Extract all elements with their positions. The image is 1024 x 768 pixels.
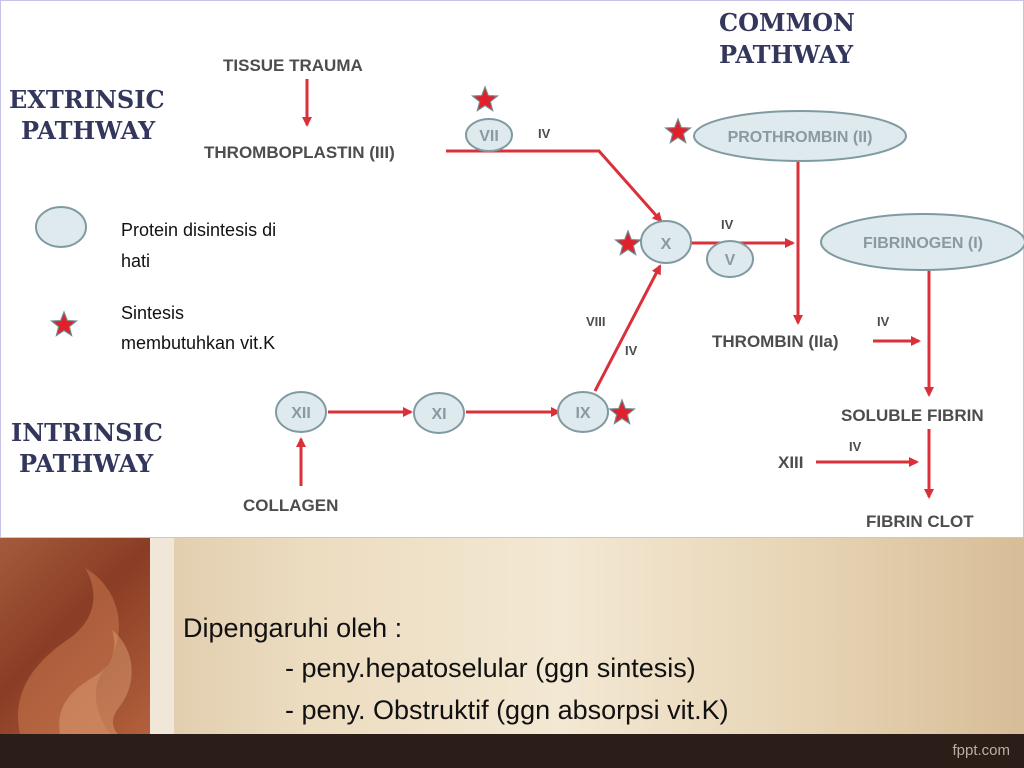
label-cofactor-iv-2: IV	[721, 217, 734, 232]
legend-oval	[35, 206, 87, 248]
legend-oval-text-line1: Protein disintesis di	[121, 220, 276, 240]
label-cofactor-viii: VIII	[586, 314, 606, 329]
footer-bar: fppt.com	[0, 734, 1024, 768]
label-cofactor-iv-3: IV	[625, 343, 638, 358]
common-title-line2: PATHWAY	[719, 40, 854, 69]
label-xii: XII	[291, 405, 311, 422]
label-cofactor-iv-1: IV	[538, 126, 551, 141]
banner-item-hepatocellular: - peny.hepatoselular (ggn sintesis)	[285, 653, 696, 683]
label-ix: IX	[575, 405, 590, 422]
oval-fibrinogen	[820, 213, 1024, 271]
extrinsic-title-line1: EXTRINSIC	[9, 85, 165, 114]
label-fibrinogen: FIBRINOGEN (I)	[863, 235, 983, 252]
banner-heading: Dipengaruhi oleh :	[183, 613, 403, 643]
legend-star-text-line1: Sintesis	[121, 303, 184, 323]
label-v: V	[725, 252, 736, 269]
extrinsic-title-line2: PATHWAY	[21, 116, 156, 145]
label-collagen: COLLAGEN	[243, 496, 338, 515]
intrinsic-title-line1: INTRINSIC	[11, 418, 163, 447]
label-soluble-fibrin: SOLUBLE FIBRIN	[841, 406, 984, 425]
label-cofactor-iv-4: IV	[877, 314, 890, 329]
decorative-strip	[150, 538, 174, 734]
oval-xi	[413, 392, 465, 434]
label-thromboplastin: THROMBOPLASTIN (III)	[204, 143, 395, 162]
star-icon-prothrombin	[663, 117, 693, 144]
legend-star-text-line2: membutuhkan vit.K	[121, 333, 275, 353]
label-xiii: XIII	[778, 453, 804, 472]
label-cofactor-iv-5: IV	[849, 439, 862, 454]
label-fibrin-clot: FIBRIN CLOT	[866, 512, 974, 531]
watermark-text: fppt.com	[952, 742, 1010, 759]
label-tissue-trauma: TISSUE TRAUMA	[223, 56, 363, 75]
banner-item-obstructive: - peny. Obstruktif (ggn absorpsi vit.K)	[285, 695, 729, 725]
intrinsic-title-line2: PATHWAY	[19, 449, 154, 478]
label-prothrombin: PROTHROMBIN (II)	[728, 129, 873, 146]
star-icon-x	[613, 229, 643, 256]
oval-ix	[557, 391, 609, 433]
oval-prothrombin	[693, 110, 907, 162]
star-icon-ix	[607, 398, 637, 425]
bottom-banner: Dipengaruhi oleh : - peny.hepatoselular …	[0, 538, 1024, 734]
arrow-ix-x	[593, 264, 662, 392]
label-thrombin: THROMBIN (IIa)	[712, 332, 839, 351]
oval-v	[706, 240, 754, 278]
label-x: X	[661, 236, 672, 253]
star-icon-vii	[470, 85, 500, 112]
legend-oval-text-line2: hati	[121, 251, 150, 271]
legend-star-icon	[49, 310, 79, 337]
common-title-line1: COMMON	[719, 8, 855, 37]
coagulation-diagram: EXTRINSIC PATHWAY INTRINSIC PATHWAY COMM…	[0, 0, 1024, 538]
oval-xii	[275, 391, 327, 433]
decorative-panel	[0, 538, 150, 734]
coagulation-diagram-svg: EXTRINSIC PATHWAY INTRINSIC PATHWAY COMM…	[9, 8, 1024, 531]
flame-decoration-icon	[18, 568, 132, 734]
arrow-thromboplastin-x	[446, 149, 663, 223]
label-xi: XI	[431, 406, 446, 423]
oval-x	[640, 220, 692, 264]
oval-vii	[465, 118, 513, 152]
label-vii: VII	[479, 128, 499, 145]
